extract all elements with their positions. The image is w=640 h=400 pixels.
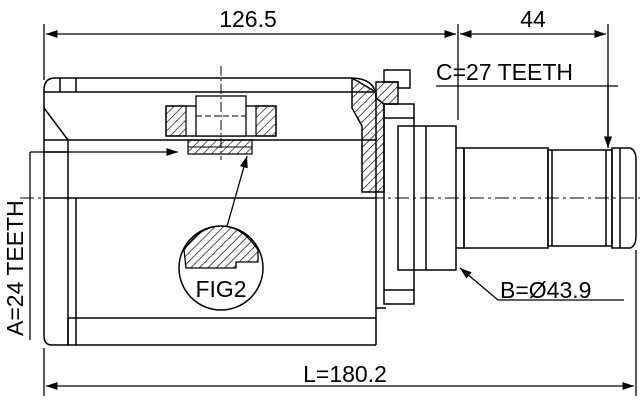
outer-spline-label: C=27 TEETH <box>436 59 573 85</box>
dimension-total-length: L=180.2 <box>43 250 637 396</box>
dimension-44: 44 <box>460 6 609 140</box>
shaft-stub <box>383 103 637 305</box>
callout-outer-spline: C=27 TEETH <box>436 59 618 148</box>
shaft-diameter-label: B=Ø43.9 <box>500 277 591 303</box>
inner-spline-label: A=24 TEETH <box>2 200 28 336</box>
housing-wall-section <box>351 69 411 193</box>
inner-race-section <box>165 66 277 160</box>
fig2-label: FIG2 <box>195 276 246 302</box>
total-length-label: L=180.2 <box>303 361 387 387</box>
fig2-detail: FIG2 <box>178 155 264 311</box>
dimension-126-5: 126.5 <box>43 6 459 120</box>
callout-inner-spline: A=24 TEETH <box>2 147 178 340</box>
callout-shaft-diameter: B=Ø43.9 <box>459 267 624 303</box>
dim-126-5-label: 126.5 <box>219 6 277 32</box>
dim-44-label: 44 <box>520 6 546 32</box>
